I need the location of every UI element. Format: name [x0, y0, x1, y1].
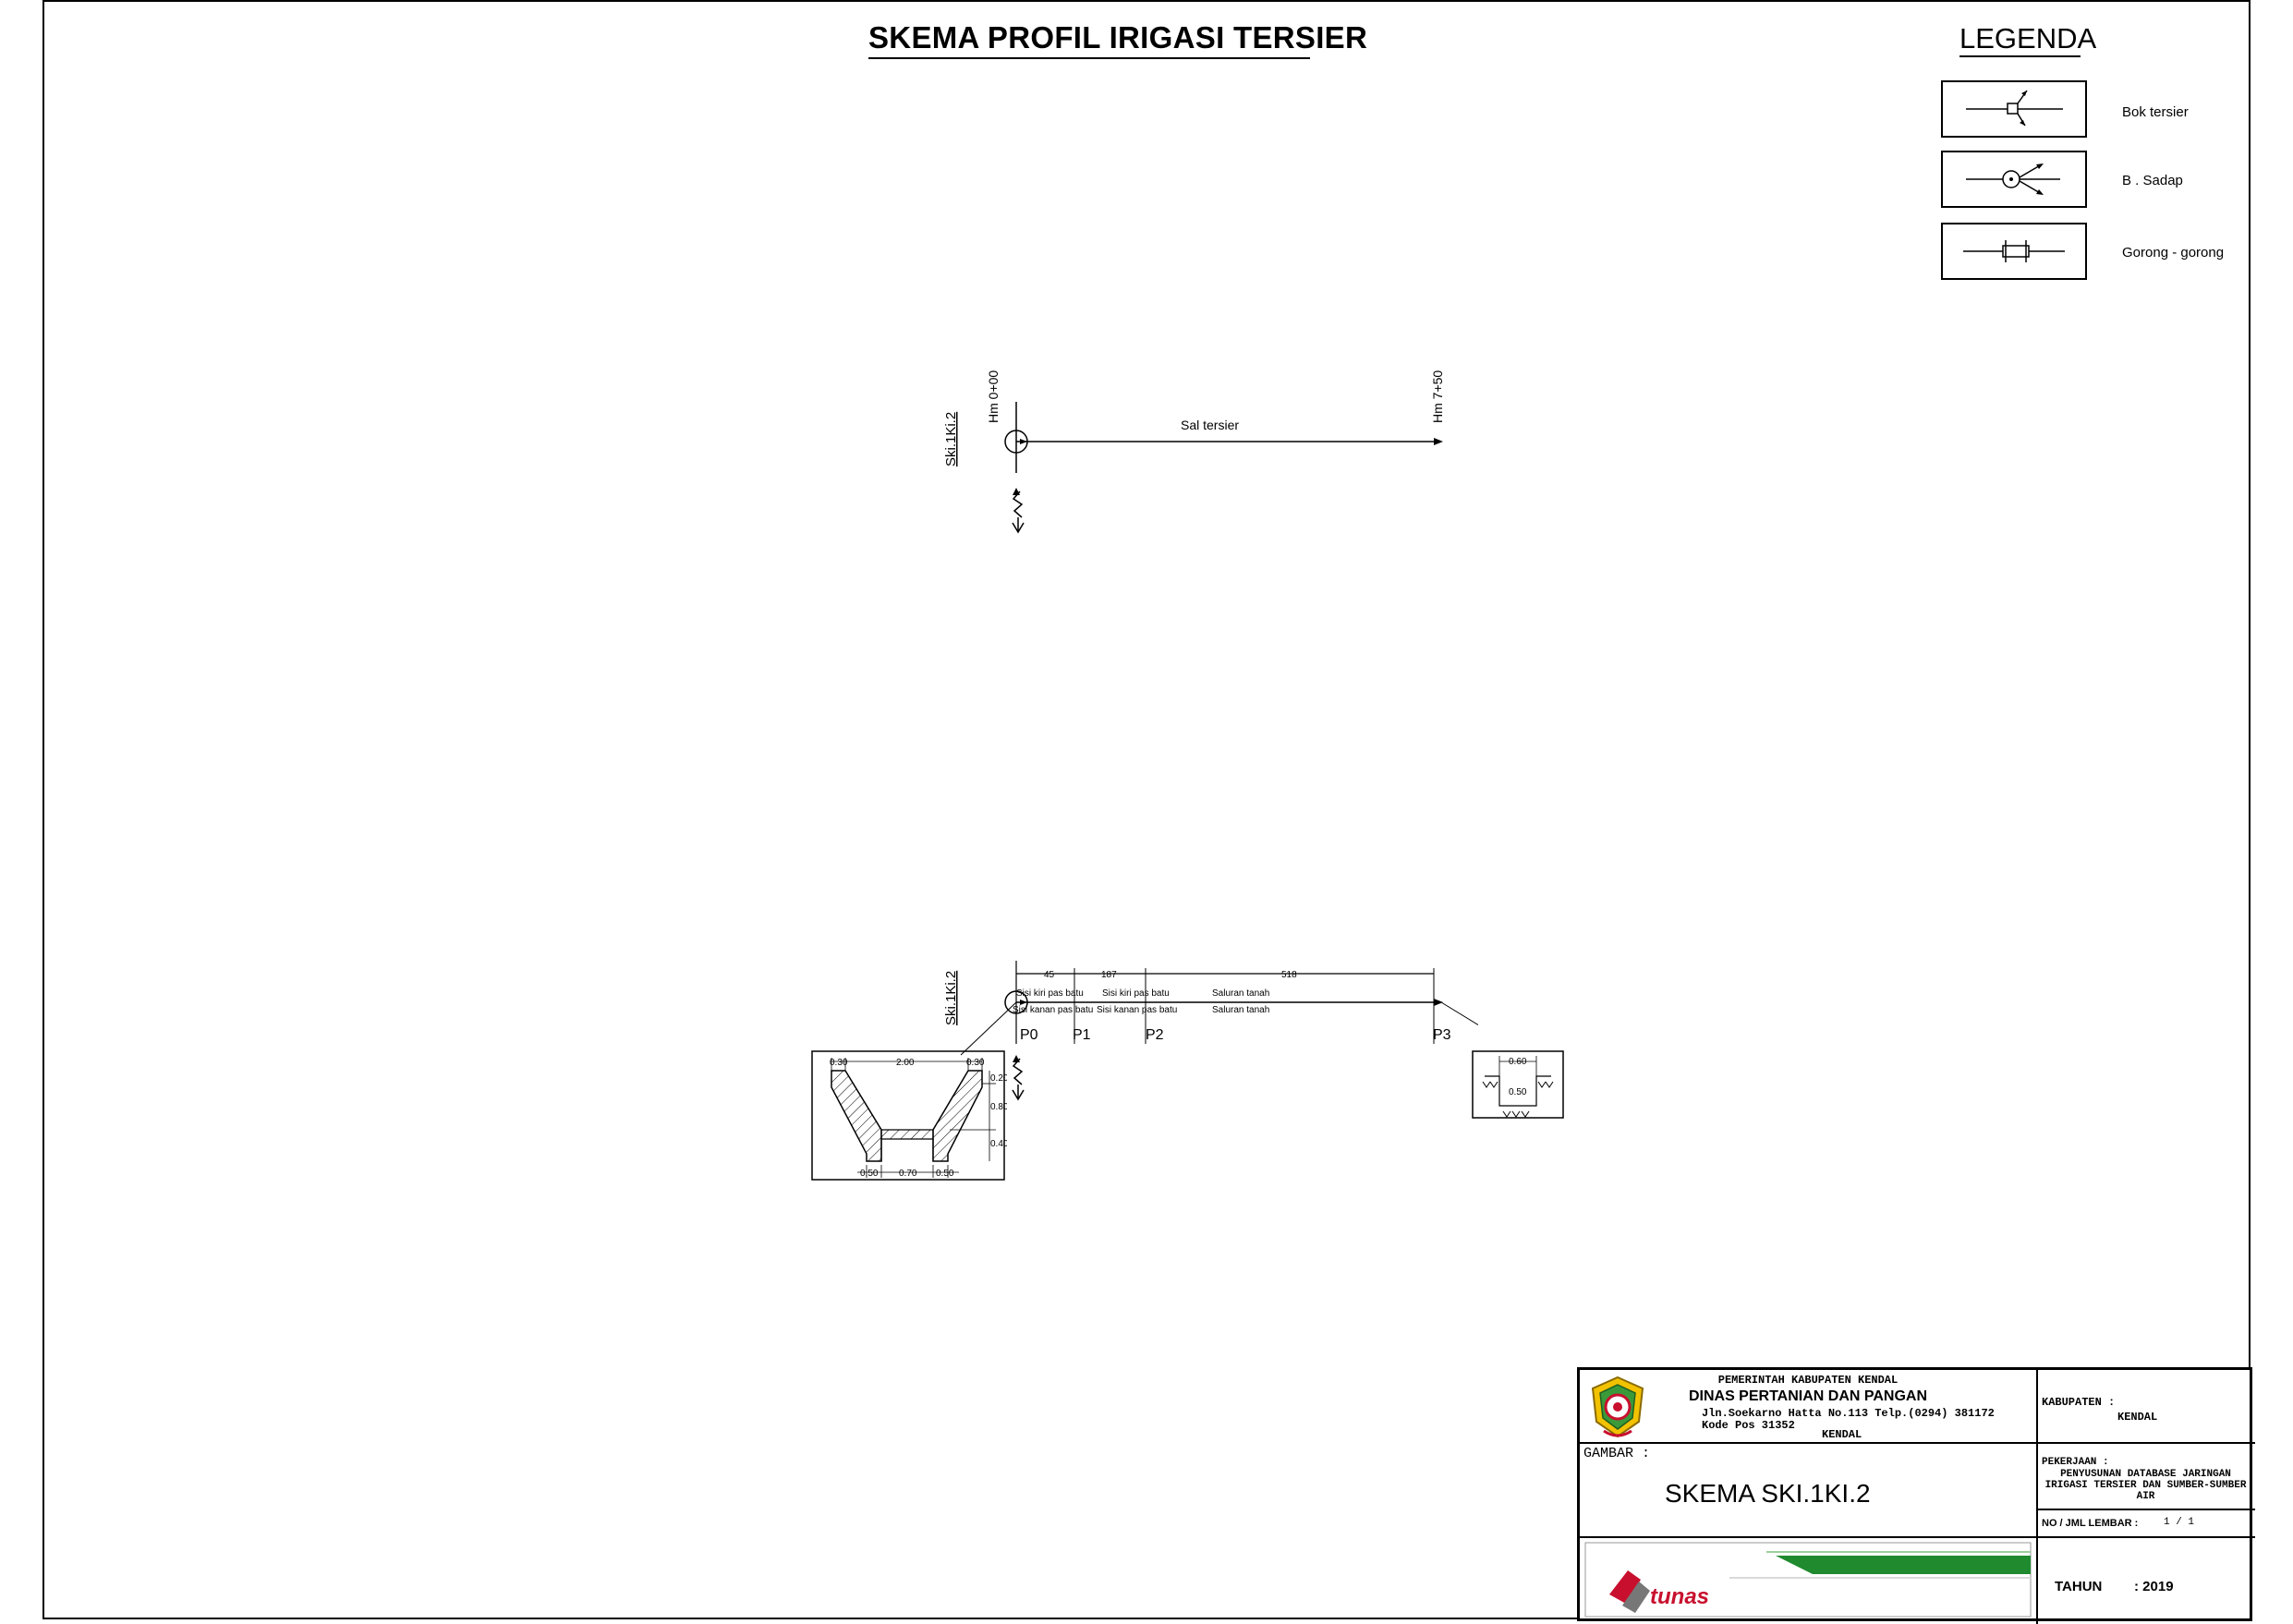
banner-green-stripe [1776, 1556, 2031, 1574]
dim-bottom-width: 0.70 [899, 1169, 917, 1179]
org-address2: Kode Pos 31352 [1702, 1419, 1795, 1432]
schema-top-channel-code: Ski.1Ki.2 [943, 412, 959, 467]
kabupaten-label: KABUPATEN : [2042, 1396, 2116, 1409]
lembar-label: NO / JML LEMBAR : [2042, 1518, 2139, 1529]
right-wall-hatch [932, 1070, 983, 1162]
company-logo-text: tunas [1650, 1584, 1709, 1609]
left-wall-hatch [831, 1070, 882, 1162]
segment-length-0: 45 [1044, 970, 1055, 980]
segment-length-1: 187 [1101, 970, 1117, 980]
org-city: KENDAL [1822, 1428, 1862, 1441]
legend-label-gorong-gorong: Gorong - gorong [2122, 245, 2225, 261]
dim-wall-top-right: 0.30 [966, 1058, 985, 1068]
tahun-label: TAHUN [2055, 1579, 2103, 1594]
legend-label-bok-tersier: Bok tersier [2122, 104, 2189, 120]
legend-underline [1959, 55, 2081, 57]
pekerjaan-label: PEKERJAAN : [2042, 1457, 2109, 1468]
cross-section-earth: 0.60 0.50 [1472, 1050, 1564, 1119]
dim-base-height: 0.40 [990, 1139, 1007, 1149]
dim-bottom-left: 0.50 [860, 1169, 879, 1179]
bottom-slab-hatch [880, 1129, 934, 1140]
legend-label-b-sadap: B . Sadap [2122, 173, 2183, 188]
dim-earth-depth: 0.50 [1509, 1087, 1527, 1097]
earth-channel-profile [1485, 1075, 1551, 1107]
tahun-value: : 2019 [2134, 1579, 2174, 1594]
dim-depth: 0.80 [990, 1102, 1007, 1112]
schema-bottom-channel-code: Ski.1Ki.2 [943, 971, 959, 1025]
soil-hatch-icon [1482, 1081, 1554, 1118]
schema-top-start-station: Hm 0+00 [986, 370, 1001, 423]
org-line2: DINAS PERTANIAN DAN PANGAN [1688, 1388, 1928, 1404]
pekerjaan-value-line2: IRIGASI TERSIER DAN SUMBER-SUMBER [2044, 1480, 2247, 1491]
left-side-label-2: Saluran tanah [1212, 988, 1269, 999]
org-line1: PEMERINTAH KABUPATEN KENDAL [1717, 1374, 1899, 1387]
pekerjaan-value-line1: PENYUSUNAN DATABASE JARINGAN [2060, 1469, 2231, 1480]
right-side-label-2: Saluran tanah [1212, 1005, 1269, 1015]
company-banner: tunas [1584, 1542, 2032, 1618]
cross-section-lined: 0.30 2.00 0.30 0.20 0.80 0.40 0.50 0.70 … [811, 1050, 1007, 1181]
drawing-title: SKEMA PROFIL IRIGASI TERSIER [868, 20, 1368, 55]
schema-top: Ski.1Ki.2 Hm 0+00 Hm 7+50 Sal tersier [943, 370, 1445, 534]
point-label-p0: P0 [1020, 1027, 1038, 1043]
segment-length-2: 518 [1281, 970, 1297, 980]
point-label-p1: P1 [1073, 1027, 1091, 1043]
point-label-p3: P3 [1433, 1027, 1451, 1043]
kabupaten-value: KENDAL [2117, 1411, 2158, 1424]
title-underline [868, 57, 1310, 59]
drawing-sheet-border [42, 0, 2251, 1619]
dim-wall-top-left: 0.30 [830, 1058, 848, 1068]
legend-symbols [1941, 80, 2087, 280]
schema-top-end-station: Hm 7+50 [1430, 370, 1445, 423]
right-side-label-1: Sisi kanan pas batu [1097, 1005, 1177, 1015]
dim-earth-top-width: 0.60 [1509, 1057, 1527, 1067]
gambar-value: SKEMA SKI.1KI.2 [1665, 1479, 1871, 1508]
right-side-label-0: Sisi kanan pas batu [1013, 1005, 1093, 1015]
dim-freeboard: 0.20 [990, 1073, 1007, 1084]
dim-bottom-right: 0.50 [936, 1169, 954, 1179]
flow-arrow-icon [1434, 438, 1443, 445]
kendal-regency-logo [1591, 1376, 1644, 1438]
schema-bottom: Ski.1Ki.2 45 187 518 Sisi kiri pas batu … [943, 961, 1478, 1101]
left-side-label-1: Sisi kiri pas batu [1102, 988, 1170, 999]
lembar-value: 1 / 1 [2164, 1517, 2195, 1528]
tunas-logo-icon [1609, 1570, 1641, 1604]
dim-top-width: 2.00 [896, 1058, 915, 1068]
gambar-label: GAMBAR : [1583, 1446, 1651, 1461]
legend-title: LEGENDA [1959, 22, 2097, 55]
point-label-p2: P2 [1146, 1027, 1164, 1043]
gorong-gorong-icon [1941, 223, 2087, 280]
pekerjaan-value-line3: AIR [2136, 1491, 2155, 1502]
inflow-zigzag-icon [1012, 491, 1024, 518]
schema-top-channel-label: Sal tersier [1181, 418, 1239, 432]
left-side-label-0: Sisi kiri pas batu [1016, 988, 1084, 999]
bangunan-sadap-icon [1941, 151, 2087, 208]
inflow-zigzag-icon [1012, 1058, 1024, 1085]
org-address1: Jln.Soekarno Hatta No.113 Telp.(0294) 38… [1702, 1407, 1995, 1420]
bok-tersier-icon [1941, 80, 2087, 138]
title-block: PEMERINTAH KABUPATEN KENDAL DINAS PERTAN… [1577, 1367, 2255, 1624]
